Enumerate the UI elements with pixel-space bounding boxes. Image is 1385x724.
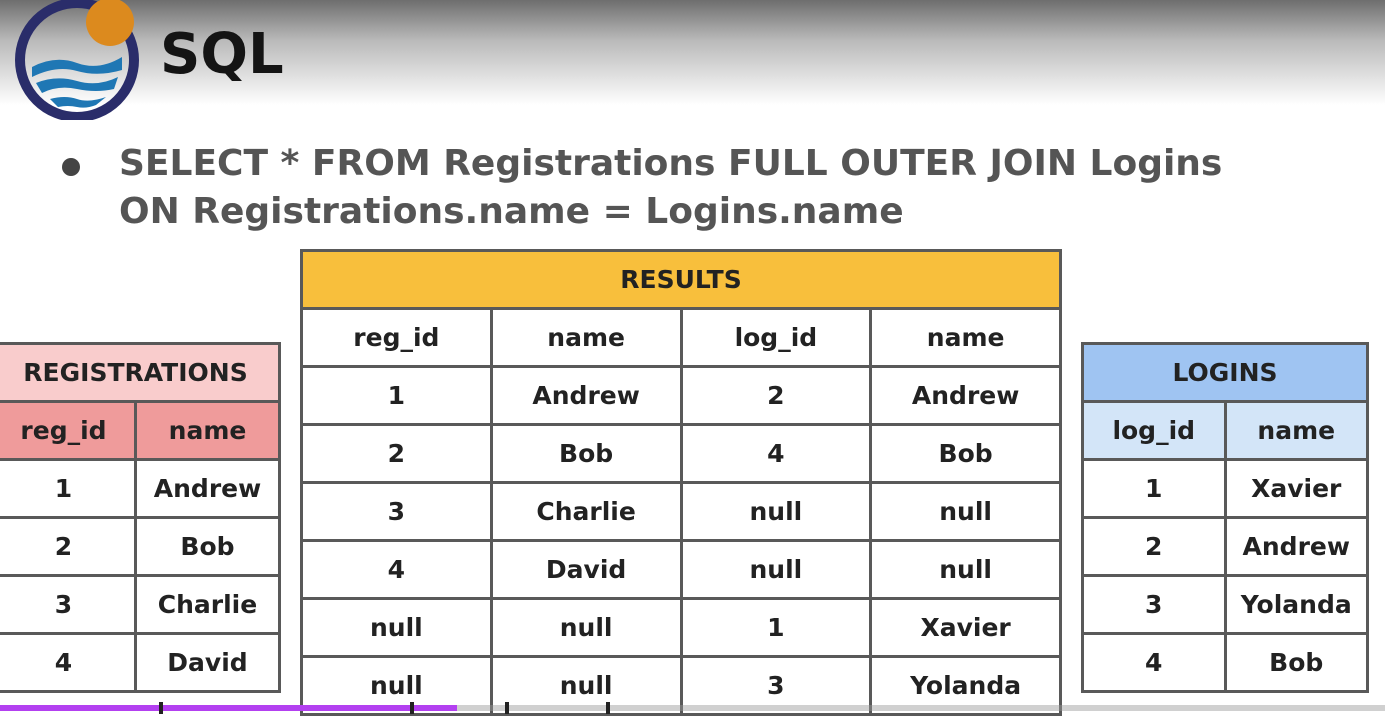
video-progress-bar[interactable] <box>0 702 1385 714</box>
chapter-marker <box>410 702 414 714</box>
page-title: SQL <box>160 22 284 87</box>
results-col-reg-id: reg_id <box>300 307 493 368</box>
table-row: 3 Yolanda <box>1081 574 1369 635</box>
logins-col-log-id: log_id <box>1081 400 1227 461</box>
table-row: 1 Andrew <box>0 458 281 519</box>
table-cell: 4 <box>0 632 137 693</box>
registrations-table: REGISTRATIONS reg_id name 1 Andrew 2 Bob… <box>0 342 281 693</box>
table-cell: 1 <box>300 365 493 426</box>
bullet-icon <box>62 158 80 176</box>
results-col-name-2: name <box>869 307 1062 368</box>
table-cell: null <box>489 655 683 716</box>
table-cell: 2 <box>300 423 493 484</box>
table-cell: Andrew <box>134 458 281 519</box>
table-cell: null <box>489 597 683 658</box>
chapter-marker <box>606 702 610 714</box>
table-row: 1 Xavier <box>1081 458 1369 519</box>
table-cell: 2 <box>0 516 137 577</box>
table-cell: 3 <box>1081 574 1227 635</box>
table-cell: Yolanda <box>869 655 1062 716</box>
logins-title: LOGINS <box>1081 342 1369 403</box>
table-cell: Andrew <box>1223 516 1369 577</box>
table-cell: Bob <box>869 423 1062 484</box>
table-cell: 3 <box>0 574 137 635</box>
table-cell: 2 <box>679 365 873 426</box>
logins-table: LOGINS log_id name 1 Xavier 2 Andrew 3 Y… <box>1081 342 1369 693</box>
table-cell: 4 <box>1081 632 1227 693</box>
results-col-name: name <box>489 307 683 368</box>
table-cell: 1 <box>679 597 873 658</box>
table-row: null null 1 Xavier <box>300 597 1062 658</box>
table-cell: 2 <box>1081 516 1227 577</box>
table-row: 2 Andrew <box>1081 516 1369 577</box>
results-table: RESULTS reg_id name log_id name 1 Andrew… <box>300 249 1062 716</box>
table-cell: David <box>134 632 281 693</box>
chapter-marker <box>159 702 163 714</box>
results-title: RESULTS <box>300 249 1062 310</box>
table-cell: null <box>300 597 493 658</box>
table-row: 2 Bob <box>0 516 281 577</box>
logo-icon <box>15 0 139 120</box>
table-row: 4 Bob <box>1081 632 1369 693</box>
table-cell: 3 <box>300 481 493 542</box>
table-row: 3 Charlie null null <box>300 481 1062 542</box>
table-row: 1 Andrew 2 Andrew <box>300 365 1062 426</box>
registrations-col-name: name <box>134 400 281 461</box>
header-fade <box>0 0 1385 110</box>
table-row: 3 Charlie <box>0 574 281 635</box>
table-row: 4 David null null <box>300 539 1062 600</box>
table-cell: 1 <box>1081 458 1227 519</box>
table-cell: Bob <box>489 423 683 484</box>
table-cell: 4 <box>300 539 493 600</box>
table-cell: 3 <box>679 655 873 716</box>
table-row: null null 3 Yolanda <box>300 655 1062 716</box>
table-cell: null <box>869 481 1062 542</box>
sql-query: SELECT * FROM Registrations FULL OUTER J… <box>119 140 1222 236</box>
table-cell: Charlie <box>489 481 683 542</box>
video-progress-fill <box>0 705 458 711</box>
table-cell: 4 <box>679 423 873 484</box>
table-cell: David <box>489 539 683 600</box>
chapter-marker <box>505 702 509 714</box>
table-row: 2 Bob 4 Bob <box>300 423 1062 484</box>
logins-col-name: name <box>1223 400 1369 461</box>
table-cell: Bob <box>1223 632 1369 693</box>
sql-query-line-2: ON Registrations.name = Logins.name <box>119 191 904 232</box>
results-col-log-id: log_id <box>679 307 873 368</box>
table-cell: Bob <box>134 516 281 577</box>
table-cell: Charlie <box>134 574 281 635</box>
registrations-col-reg-id: reg_id <box>0 400 137 461</box>
sql-query-line-1: SELECT * FROM Registrations FULL OUTER J… <box>119 143 1223 184</box>
table-cell: Yolanda <box>1223 574 1369 635</box>
table-cell: 1 <box>0 458 137 519</box>
table-row: 4 David <box>0 632 281 693</box>
table-cell: null <box>869 539 1062 600</box>
registrations-title: REGISTRATIONS <box>0 342 281 403</box>
table-cell: Xavier <box>869 597 1062 658</box>
table-cell: Andrew <box>869 365 1062 426</box>
table-cell: Xavier <box>1223 458 1369 519</box>
table-cell: null <box>679 539 873 600</box>
table-cell: Andrew <box>489 365 683 426</box>
table-cell: null <box>679 481 873 542</box>
